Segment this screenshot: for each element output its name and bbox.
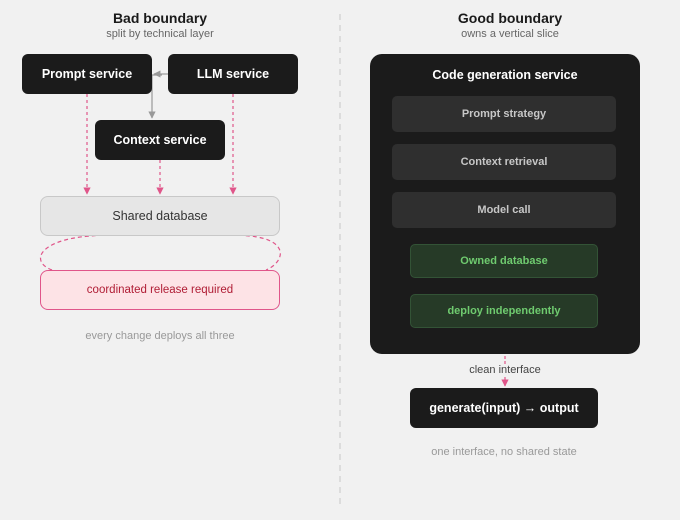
good-boundary-caption: one interface, no shared state <box>431 446 577 458</box>
clean-interface-label: clean interface <box>469 364 541 376</box>
deploy-independently-box: deploy independently <box>410 294 598 328</box>
bad-boundary-caption: every change deploys all three <box>85 330 235 342</box>
bad-boundary-title: Bad boundary <box>112 10 208 26</box>
context-service-box: Context service <box>95 120 225 160</box>
prompt-service-box: Prompt service <box>22 54 152 94</box>
arrow-llm-to-context <box>148 74 162 119</box>
shared-database-box: Shared database <box>40 196 280 236</box>
coupling-loop <box>40 232 281 271</box>
prompt-strategy-box: Prompt strategy <box>392 96 616 132</box>
good-boundary-title: Good boundary <box>457 10 563 26</box>
model-call-box: Model call <box>392 192 616 228</box>
llm-service-box: LLM service <box>168 54 298 94</box>
interface-signature-box: generate(input) → output <box>410 388 598 428</box>
context-retrieval-box: Context retrieval <box>392 144 616 180</box>
coordinated-release-box: coordinated release required <box>40 270 280 310</box>
bad-boundary-subtitle: split by technical layer <box>106 28 214 40</box>
owned-database-box: Owned database <box>410 244 598 278</box>
code-generation-service-title: Code generation service <box>432 68 578 82</box>
good-boundary-subtitle: owns a vertical slice <box>461 28 559 40</box>
